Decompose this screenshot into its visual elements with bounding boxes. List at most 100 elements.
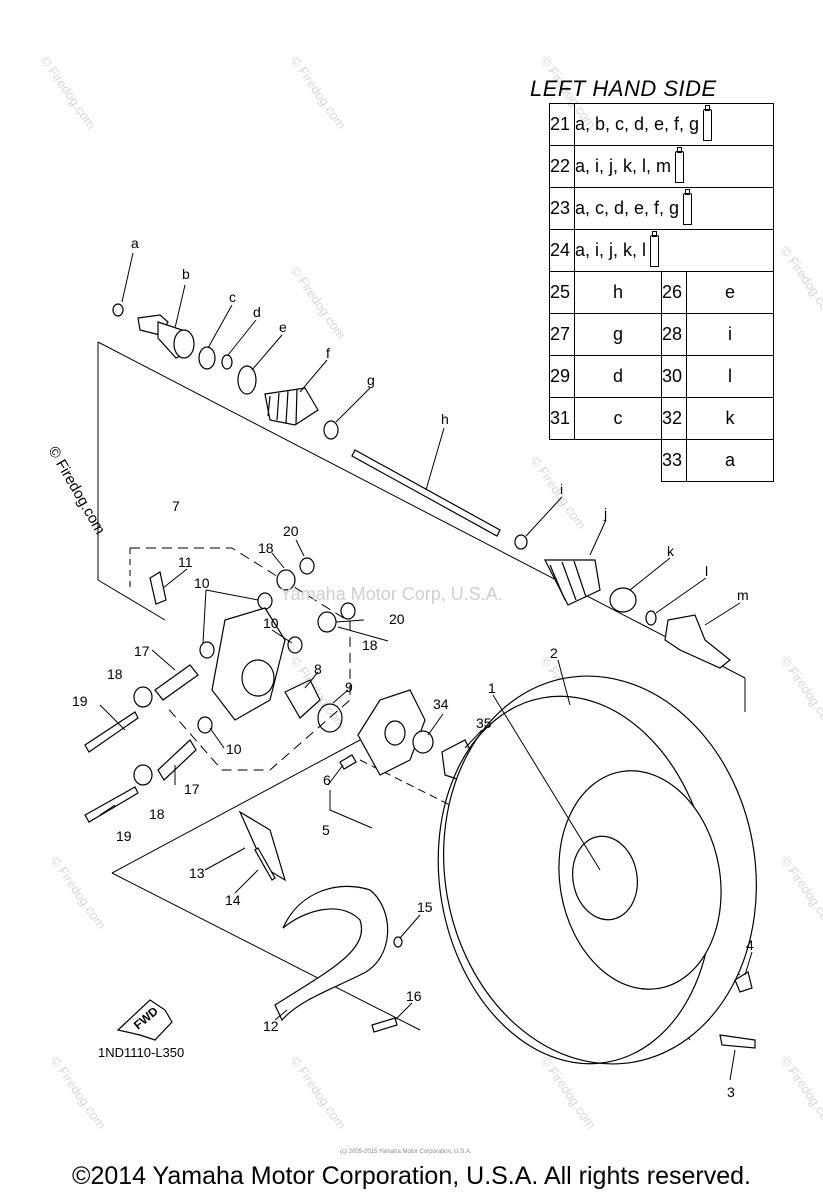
bearing-8 bbox=[284, 679, 321, 719]
watermark-text: © Firedog.com bbox=[288, 53, 349, 132]
part-label-m: m bbox=[737, 587, 749, 603]
table-row: 23 a, c, d, e, f, g bbox=[549, 187, 774, 230]
row-number: 23 bbox=[549, 187, 575, 230]
part-label-19: 19 bbox=[72, 693, 88, 709]
boot-f bbox=[264, 387, 319, 426]
brake-disc-12 bbox=[274, 885, 389, 1022]
bolt-19 bbox=[84, 786, 139, 823]
part-label-d: d bbox=[253, 304, 261, 320]
bolt-19 bbox=[84, 711, 139, 753]
leader-lines bbox=[99, 252, 753, 1081]
row-number: 32 bbox=[661, 397, 687, 440]
part-label-6: 6 bbox=[323, 772, 331, 788]
part-label-2: 2 bbox=[550, 645, 558, 661]
row-value: e bbox=[686, 271, 774, 314]
nut-4 bbox=[734, 971, 753, 993]
part-label-16: 16 bbox=[406, 988, 422, 1004]
part-label-15: 15 bbox=[417, 899, 433, 915]
part-label-34: 34 bbox=[433, 696, 449, 712]
part-label-g: g bbox=[367, 372, 375, 388]
part-label-11: 11 bbox=[178, 554, 193, 570]
collar-18 bbox=[276, 569, 296, 591]
part-label-3: 3 bbox=[727, 1084, 735, 1100]
part-label-k: k bbox=[667, 543, 675, 559]
band-e bbox=[237, 365, 257, 395]
nut-20 bbox=[299, 557, 315, 575]
part-label-8: 8 bbox=[314, 661, 322, 677]
bushing-10 bbox=[257, 592, 273, 610]
nut-20 bbox=[340, 602, 356, 620]
row-number: 22 bbox=[549, 145, 575, 188]
collar-18 bbox=[133, 686, 153, 708]
center-watermark: Yamaha Motor Corp, U.S.A. bbox=[280, 584, 503, 604]
part-label-a: a bbox=[131, 235, 139, 251]
part-label-18: 18 bbox=[149, 806, 165, 822]
watermark-text: © Firedog.com bbox=[48, 853, 109, 932]
part-label-18: 18 bbox=[107, 666, 123, 682]
row-value: a, c, d, e, f, g bbox=[574, 187, 774, 230]
hub-bore bbox=[384, 720, 406, 746]
watermark-text: © Firedog.com bbox=[48, 1053, 109, 1132]
axle-guide-line bbox=[97, 341, 746, 679]
part-label-7: 7 bbox=[172, 498, 180, 514]
watermark-text: © Firedog.com bbox=[45, 444, 109, 538]
rim-1 bbox=[558, 770, 722, 990]
part-label-10: 10 bbox=[226, 741, 242, 757]
part-label-20: 20 bbox=[389, 611, 405, 627]
part-label-i: i bbox=[560, 481, 563, 497]
hub-assembly bbox=[339, 689, 476, 781]
table-row: 33 a bbox=[550, 439, 774, 482]
table-row: 24 a, i, j, k, l bbox=[549, 229, 774, 272]
bolt-14 bbox=[254, 847, 276, 881]
part-label-14: 14 bbox=[225, 892, 241, 908]
part-label-20: 20 bbox=[283, 523, 299, 539]
row-value: a, i, j, k, l bbox=[574, 229, 774, 272]
part-labels: a b c d e f g h i j k l m 1 2 3 4 5 6 7 … bbox=[72, 235, 754, 1100]
part-label-5: 5 bbox=[322, 822, 330, 838]
row-value: a bbox=[686, 439, 774, 482]
part-label-1: 1 bbox=[488, 680, 496, 696]
knuckle-bore bbox=[241, 659, 275, 697]
valve-3 bbox=[719, 1034, 756, 1049]
row-number: 25 bbox=[549, 271, 575, 314]
rim-hub-face bbox=[572, 835, 638, 921]
table-row: 31 c 32 k bbox=[549, 397, 774, 440]
boot-ribs-j bbox=[549, 560, 587, 601]
part-label-9: 9 bbox=[345, 679, 353, 695]
ring-i bbox=[514, 534, 528, 550]
band-g bbox=[323, 420, 339, 440]
table-title: LEFT HAND SIDE bbox=[530, 76, 717, 101]
row-number: 27 bbox=[549, 313, 575, 356]
grease-tube-icon bbox=[650, 230, 660, 267]
brake-guard-13 bbox=[238, 810, 287, 882]
collar-18 bbox=[317, 611, 337, 633]
boot-ribs-f bbox=[267, 388, 298, 425]
brake-assembly bbox=[238, 810, 403, 1033]
collar-17 bbox=[157, 739, 197, 781]
bushing-10 bbox=[287, 636, 303, 654]
part-label-10: 10 bbox=[263, 615, 279, 631]
stud-6 bbox=[339, 754, 357, 770]
part-label-e: e bbox=[279, 319, 287, 335]
row-number: 30 bbox=[661, 355, 687, 398]
shaft-h bbox=[351, 449, 501, 537]
table-row: 27 g 28 i bbox=[549, 313, 774, 356]
row-number: 29 bbox=[549, 355, 575, 398]
cv-joint-m bbox=[664, 614, 731, 669]
guide-line bbox=[329, 790, 373, 829]
part-label-18: 18 bbox=[258, 540, 274, 556]
row-number: 28 bbox=[661, 313, 687, 356]
row-value-text: a, i, j, k, l, m bbox=[575, 155, 672, 176]
bolt-16 bbox=[371, 1017, 398, 1033]
nut-34 bbox=[412, 730, 434, 754]
part-label-17: 17 bbox=[134, 643, 150, 659]
watermark-text: © Firedog.com bbox=[288, 1053, 349, 1132]
part-label-h: h bbox=[441, 411, 449, 427]
left-hand-side-table: 21 a, b, c, d, e, f, g 22 a, i, j, k, l,… bbox=[549, 103, 774, 482]
circlip-9 bbox=[317, 703, 343, 733]
forward-arrow-icon: FWD bbox=[116, 999, 173, 1041]
bushing-10 bbox=[197, 716, 213, 734]
knuckle-dashed-outline bbox=[130, 547, 351, 771]
row-number: 24 bbox=[549, 229, 575, 272]
